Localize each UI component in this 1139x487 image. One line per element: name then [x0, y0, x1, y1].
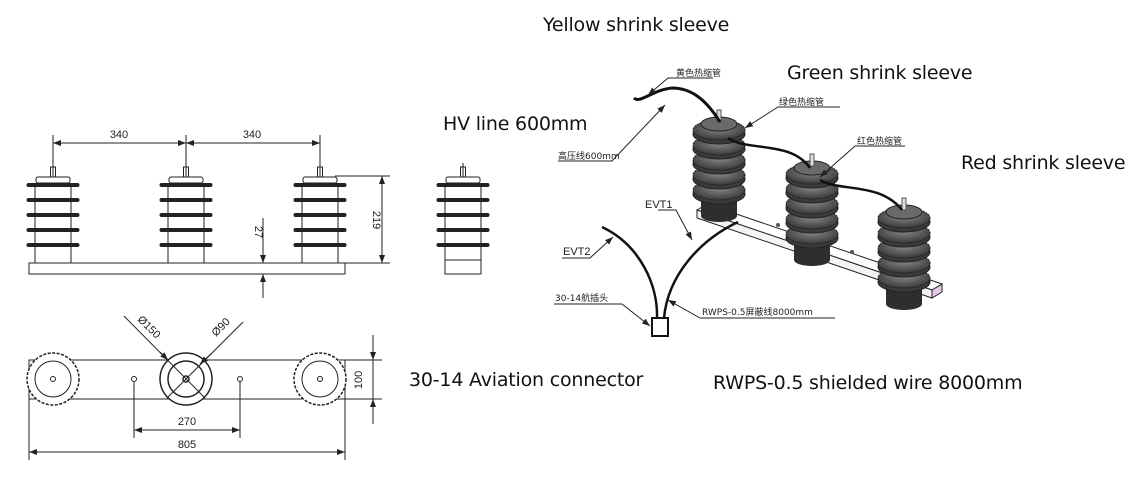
label-cn-green: 绿色热缩管	[779, 96, 824, 108]
dim-label-805: 805	[178, 439, 196, 451]
top-insulator-left	[26, 352, 80, 406]
caption-yellow-shrink-sleeve: Yellow shrink sleeve	[543, 14, 730, 36]
iso-insulator-1	[692, 109, 746, 222]
label-evt1: EVT1	[645, 199, 673, 211]
aviation-connector	[651, 317, 669, 337]
label-cn-connector: 30-14航插头	[555, 292, 608, 304]
top-view	[26, 315, 382, 460]
iso-insulator-2	[785, 153, 839, 266]
label-cn-hv: 高压线600mm	[558, 150, 620, 162]
front-insulator-right	[293, 163, 347, 264]
side-insulator	[436, 163, 490, 275]
dim-label-340-left: 340	[110, 129, 128, 141]
evt1-wire	[662, 220, 739, 319]
isometric-view	[554, 77, 944, 337]
front-base-plate	[28, 262, 346, 275]
dim-label-219: 219	[370, 211, 382, 229]
caption-green-shrink-sleeve: Green shrink sleeve	[787, 62, 973, 84]
caption-shielded-wire: RWPS-0.5 shielded wire 8000mm	[713, 372, 1023, 394]
iso-insulator-3	[877, 197, 931, 310]
caption-aviation-connector: 30-14 Aviation connector	[409, 369, 644, 391]
front-insulator-left	[26, 163, 80, 264]
dim-label-d150: Ø150	[135, 314, 163, 342]
label-cn-red: 红色热缩管	[857, 135, 902, 147]
evt2-wire	[601, 225, 659, 319]
side-view	[436, 163, 490, 275]
green-jumper-wire	[727, 136, 812, 169]
top-insulator-right	[293, 352, 347, 406]
front-insulator-center	[159, 163, 213, 264]
iso-base-end	[931, 283, 943, 299]
caption-red-shrink-sleeve: Red shrink sleeve	[961, 152, 1126, 174]
label-evt2: EVT2	[563, 246, 591, 258]
hv-line	[632, 86, 722, 123]
red-jumper-wire	[819, 178, 903, 211]
caption-hv-line: HV line 600mm	[443, 113, 588, 135]
dim-label-100: 100	[353, 371, 365, 389]
dim-label-27: 27	[252, 226, 264, 238]
label-cn-wire: RWPS-0.5屏蔽线8000mm	[702, 306, 813, 318]
dim-label-270: 270	[178, 416, 196, 428]
dim-label-340-right: 340	[243, 129, 261, 141]
label-cn-yellow: 黄色热缩管	[676, 67, 721, 79]
front-view	[26, 135, 390, 298]
